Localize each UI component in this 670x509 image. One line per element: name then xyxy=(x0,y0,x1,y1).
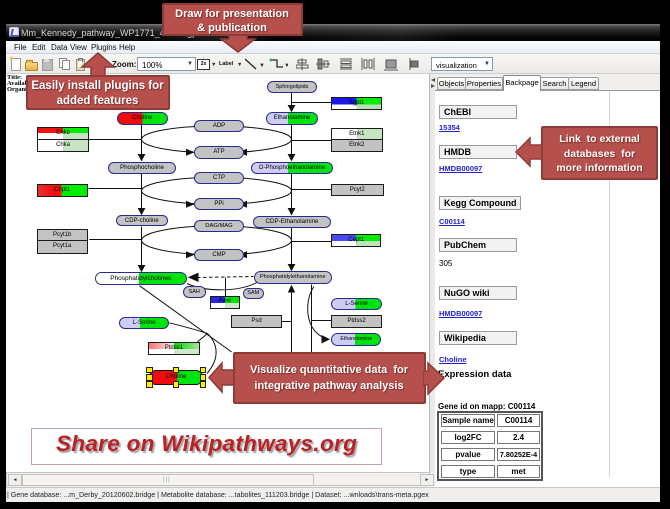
svg-text:▼: ▼ xyxy=(259,63,265,69)
svg-text:▼: ▼ xyxy=(284,63,288,69)
